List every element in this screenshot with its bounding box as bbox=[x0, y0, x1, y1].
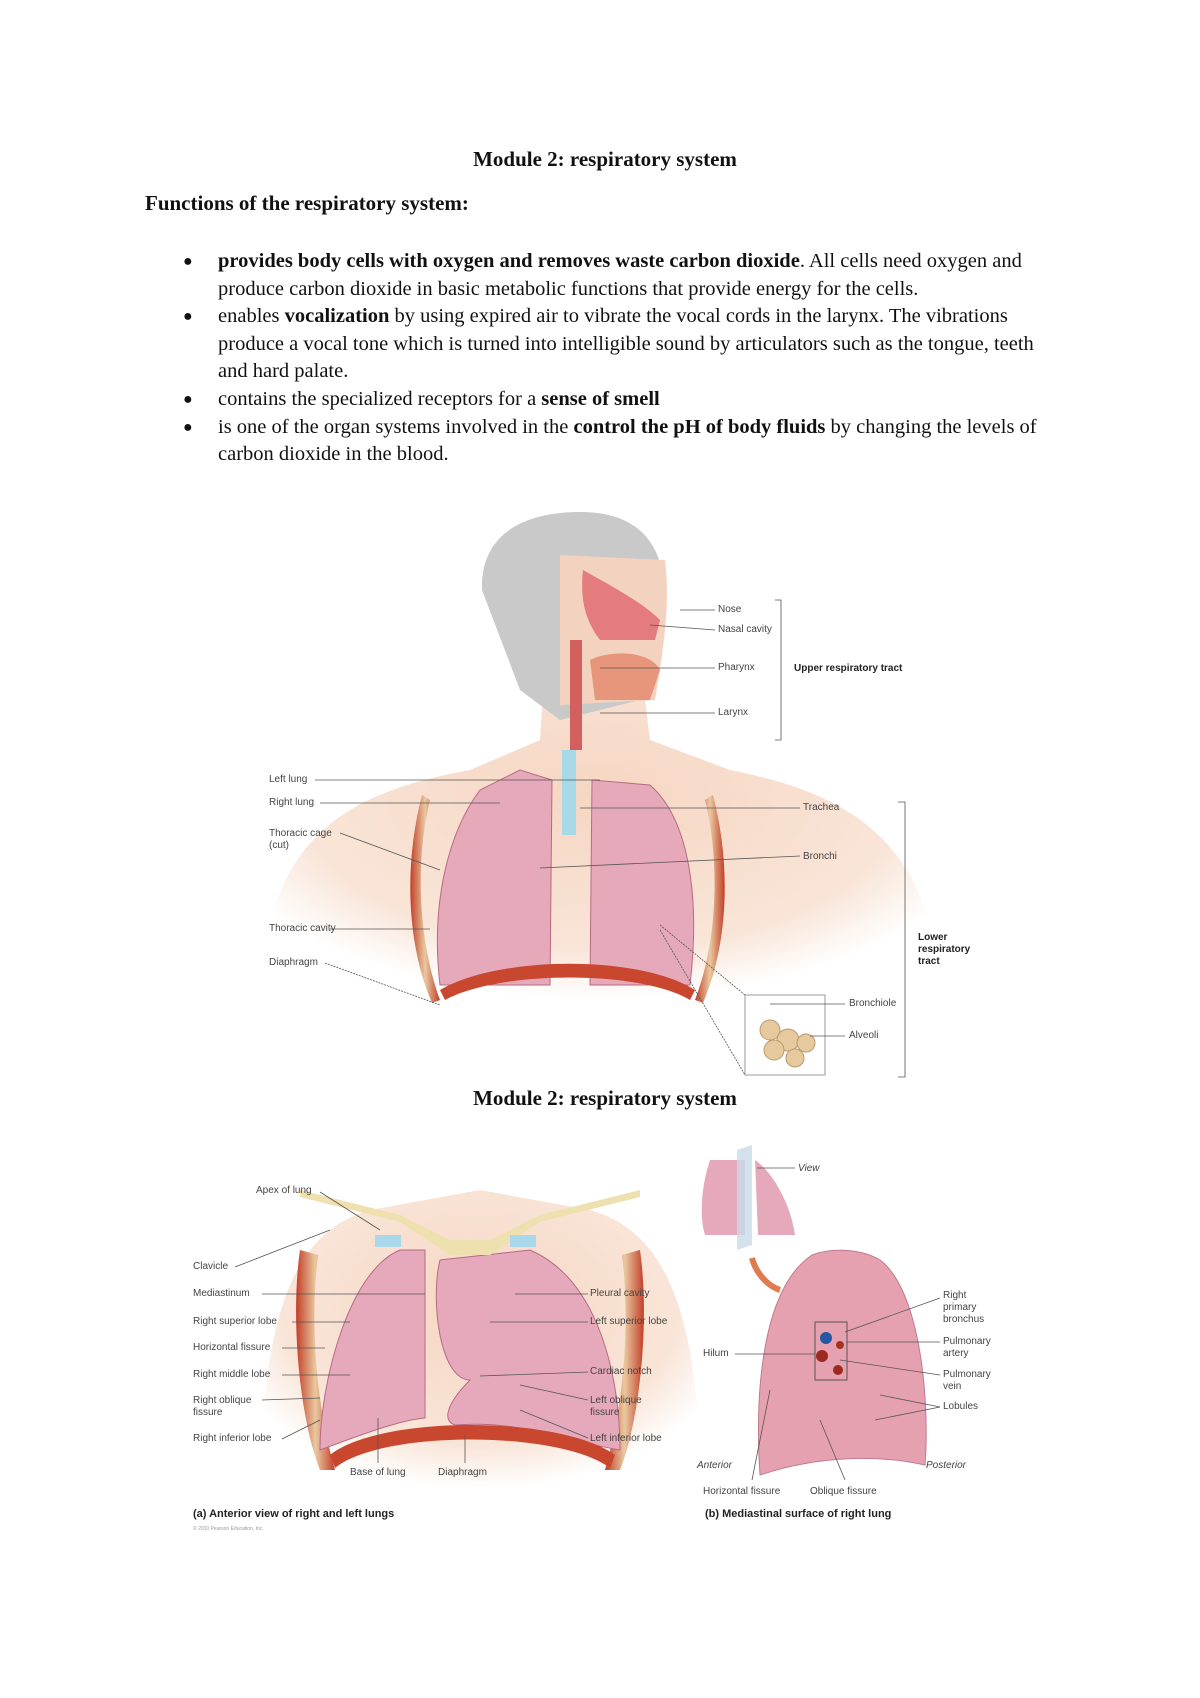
item-text: enables bbox=[218, 305, 285, 328]
label-nasal-cavity: Nasal cavity bbox=[718, 624, 772, 635]
label-left-superior-lobe: Left superior lobe bbox=[590, 1316, 668, 1327]
label-pulmonary-artery: Pulmonary bbox=[943, 1336, 991, 1347]
item-text: is one of the organ systems involved in … bbox=[218, 415, 574, 438]
label-right-oblique-fissure: Right oblique bbox=[193, 1395, 252, 1406]
label-pulmonary-vein: Pulmonary bbox=[943, 1369, 991, 1380]
figure-caption-a: (a) Anterior view of right and left lung… bbox=[193, 1508, 395, 1520]
label-lower-tract: Lower bbox=[918, 932, 948, 943]
section-heading: Functions of the respiratory system: bbox=[145, 191, 469, 215]
label-oblique-fissure: Oblique fissure bbox=[810, 1486, 877, 1497]
label-pulmonary-artery: artery bbox=[943, 1348, 969, 1359]
bullet-icon: ● bbox=[183, 253, 193, 270]
label-view: View bbox=[798, 1163, 820, 1174]
label-right-middle-lobe: Right middle lobe bbox=[193, 1369, 271, 1380]
item-text: by using expired air to vibrate the voca… bbox=[218, 305, 1034, 383]
label-pulmonary-vein: vein bbox=[943, 1381, 962, 1392]
label-left-oblique-fissure: fissure bbox=[590, 1407, 620, 1418]
label-horizontal-fissure: Horizontal fissure bbox=[193, 1342, 271, 1353]
label-left-inferior-lobe: Left inferior lobe bbox=[590, 1433, 662, 1444]
bullet-icon: ● bbox=[183, 390, 193, 408]
label-lower-tract: tract bbox=[918, 956, 940, 967]
label-clavicle: Clavicle bbox=[193, 1261, 229, 1272]
bullet-icon: ● bbox=[183, 418, 193, 436]
label-bronchiole: Bronchiole bbox=[849, 998, 897, 1009]
label-lower-tract: respiratory bbox=[918, 944, 971, 955]
label-left-oblique-fissure: Left oblique bbox=[590, 1395, 642, 1406]
figure-caption-b: (b) Mediastinal surface of right lung bbox=[705, 1508, 892, 1520]
label-alveoli: Alveoli bbox=[849, 1030, 879, 1041]
respiratory-system-figure bbox=[262, 512, 938, 1078]
label-left-lung: Left lung bbox=[269, 774, 308, 785]
mediastinal-surface-figure bbox=[701, 1145, 941, 1481]
list-item: ● enables vocalization by using expired a… bbox=[183, 303, 1058, 386]
label-trachea: Trachea bbox=[803, 802, 840, 813]
bold-text: sense of smell bbox=[541, 387, 660, 410]
label-right-primary-bronchus: primary bbox=[943, 1302, 977, 1313]
label-larynx: Larynx bbox=[718, 707, 749, 718]
label-right-oblique-fissure: fissure bbox=[193, 1407, 223, 1418]
page-title: Module 2: respiratory system bbox=[473, 147, 737, 171]
bold-text: control the pH of body fluids bbox=[573, 415, 826, 438]
label-base-of-lung: Base of lung bbox=[350, 1467, 406, 1478]
label-anterior: Anterior bbox=[697, 1460, 733, 1471]
label-upper-respiratory-tract: Upper respiratory tract bbox=[794, 663, 903, 674]
anterior-lungs-figure bbox=[234, 1190, 700, 1490]
label-hilum: Hilum bbox=[703, 1348, 729, 1359]
label-nose: Nose bbox=[718, 604, 742, 615]
list-item: ● contains the specialized receptors for … bbox=[183, 386, 1058, 414]
item-text: . All cells need oxygen and produce carb… bbox=[218, 250, 1022, 300]
copyright-text: © 2010 Pearson Education, Inc. bbox=[193, 1526, 264, 1532]
label-mediastinum: Mediastinum bbox=[193, 1288, 250, 1299]
label-right-primary-bronchus: bronchus bbox=[943, 1314, 985, 1325]
label-right-superior-lobe: Right superior lobe bbox=[193, 1316, 277, 1327]
label-right-primary-bronchus: Right bbox=[943, 1290, 967, 1301]
label-right-inferior-lobe: Right inferior lobe bbox=[193, 1433, 272, 1444]
label-apex: Apex of lung bbox=[256, 1185, 312, 1196]
bold-text: vocalization bbox=[284, 305, 390, 328]
label-lobules: Lobules bbox=[943, 1401, 979, 1412]
label-cardiac-notch: Cardiac notch bbox=[590, 1366, 652, 1377]
list-item: ● is one of the organ systems involved in… bbox=[183, 414, 1058, 469]
label-pharynx: Pharynx bbox=[718, 662, 755, 673]
label-diaphragm-2: Diaphragm bbox=[438, 1467, 487, 1478]
label-posterior: Posterior bbox=[926, 1460, 967, 1471]
label-thoracic-cavity: Thoracic cavity bbox=[269, 923, 336, 934]
label-bronchi: Bronchi bbox=[803, 851, 837, 862]
label-thoracic-cage: Thoracic cage bbox=[269, 828, 332, 839]
list-item: ● provides body cells with oxygen and rem… bbox=[183, 248, 1058, 303]
label-horizontal-fissure-b: Horizontal fissure bbox=[703, 1486, 781, 1497]
functions-list: ● provides body cells with oxygen and rem… bbox=[183, 248, 1058, 469]
bullet-icon: ● bbox=[183, 308, 193, 326]
item-text: by changing the levels of carbon dioxide… bbox=[218, 415, 1037, 466]
label-pleural-cavity: Pleural cavity bbox=[590, 1288, 650, 1299]
label-right-lung: Right lung bbox=[269, 797, 315, 808]
label-diaphragm: Diaphragm bbox=[269, 957, 318, 968]
item-text: contains the specialized receptors for a bbox=[218, 387, 542, 410]
page-title-2: Module 2: respiratory system bbox=[473, 1086, 737, 1110]
label-thoracic-cage-cut: (cut) bbox=[269, 840, 289, 851]
bold-text: provides body cells with oxygen and remo… bbox=[218, 250, 800, 272]
